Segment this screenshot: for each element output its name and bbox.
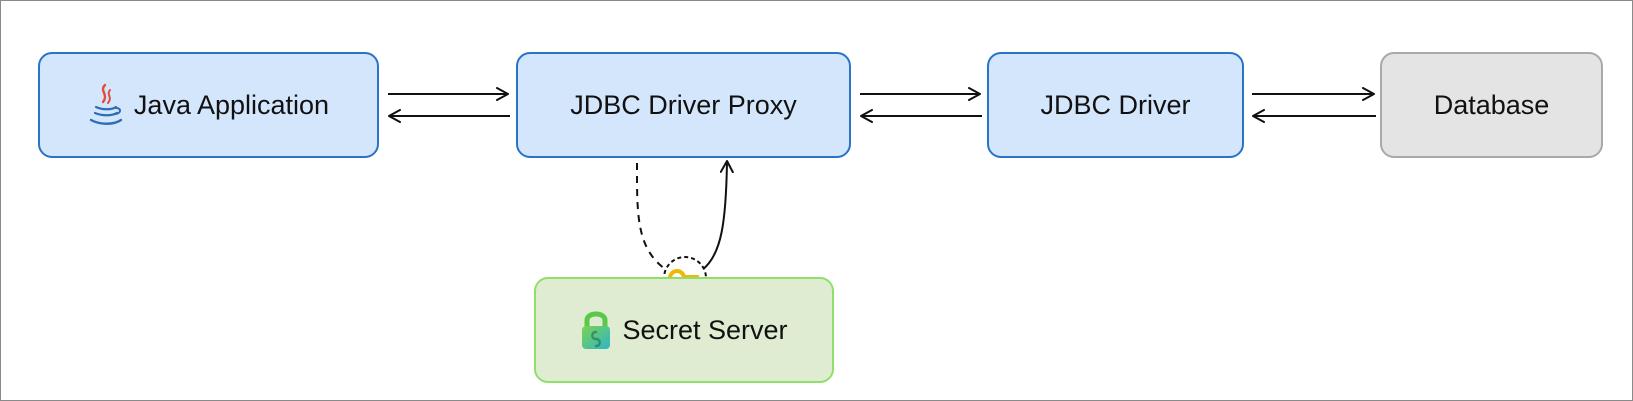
jdbc-driver-node: JDBC Driver <box>987 52 1244 158</box>
edge-secret-to-proxy <box>701 160 734 271</box>
database-label: Database <box>1433 89 1550 120</box>
edge-proxy-to-driver <box>860 87 982 123</box>
java-coffee-cup-icon <box>88 82 124 128</box>
padlock-icon <box>580 309 612 351</box>
secret-server-label: Secret Server <box>622 314 788 345</box>
edge-driver-to-database <box>1252 87 1376 123</box>
edge-proxy-to-secret-dashed <box>635 162 669 272</box>
jdbc-driver-proxy-node: JDBC Driver Proxy <box>516 52 851 158</box>
java-application-label: Java Application <box>133 89 330 120</box>
java-application-node: Java Application <box>38 52 379 158</box>
database-node: Database <box>1380 52 1603 158</box>
edge-java-to-proxy <box>388 87 510 123</box>
jdbc-driver-label: JDBC Driver <box>1040 89 1191 120</box>
jdbc-driver-proxy-label: JDBC Driver Proxy <box>570 89 797 120</box>
secret-server-node: Secret Server <box>534 277 834 383</box>
